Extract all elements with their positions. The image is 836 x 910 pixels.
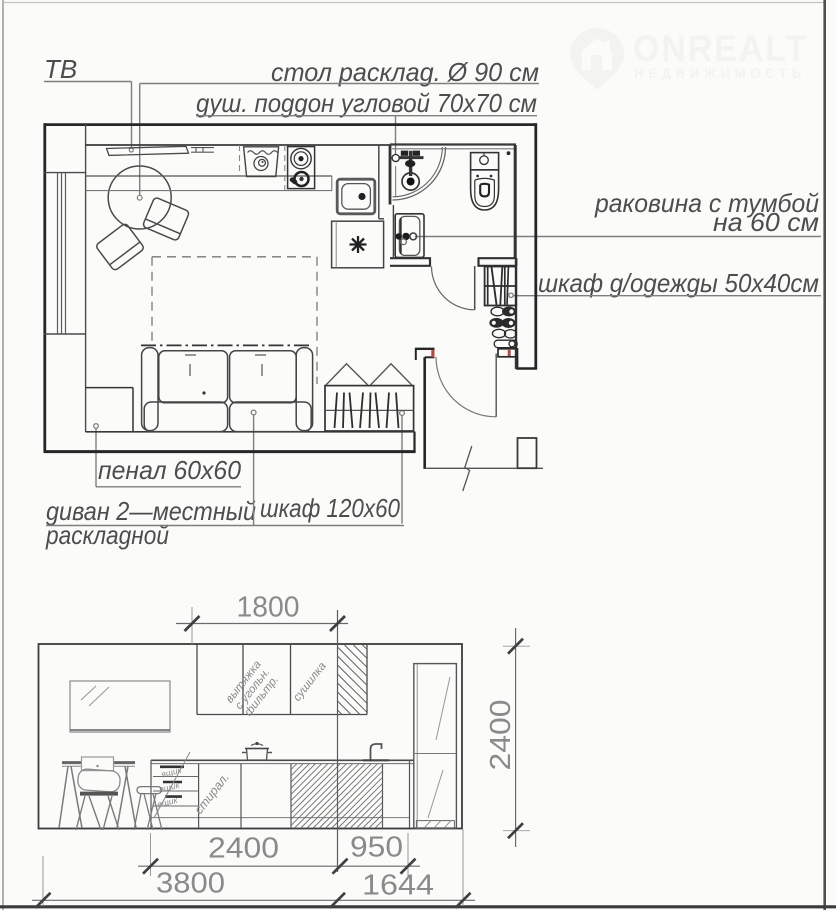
svg-text:шкаф g/оgежgы 50х40см: шкаф g/оgежgы 50х40см xyxy=(538,268,819,298)
svg-text:стол расклаg. Ø 90 см: стол расклаg. Ø 90 см xyxy=(271,57,539,87)
svg-text:ТВ: ТВ xyxy=(44,54,77,84)
svg-text:3800: 3800 xyxy=(156,868,225,900)
svg-text:пенал 60х60: пенал 60х60 xyxy=(98,455,242,485)
svg-text:расклаgной: расклаgной xyxy=(45,520,169,550)
svg-text:шкаф 120х60: шкаф 120х60 xyxy=(260,493,400,523)
svg-text:gуш. поggон угловой 70х70 с: gуш. поggон угловой 70х70 см xyxy=(196,88,537,118)
svg-text:2400: 2400 xyxy=(485,700,517,771)
svg-text:раковина с тумбой: раковина с тумбой xyxy=(594,188,819,218)
svg-text:2400: 2400 xyxy=(208,833,279,865)
svg-text:на 60 см: на 60 см xyxy=(713,207,819,237)
svg-text:1800: 1800 xyxy=(237,592,300,624)
svg-text:ONREALT: ONREALT xyxy=(633,28,808,69)
svg-text:gиван 2—местный: gиван 2—местный xyxy=(46,496,256,526)
svg-text:НЕДВИЖИМОСТЬ: НЕДВИЖИМОСТЬ xyxy=(634,65,806,81)
svg-text:950: 950 xyxy=(350,832,403,864)
svg-text:1644: 1644 xyxy=(362,870,434,902)
